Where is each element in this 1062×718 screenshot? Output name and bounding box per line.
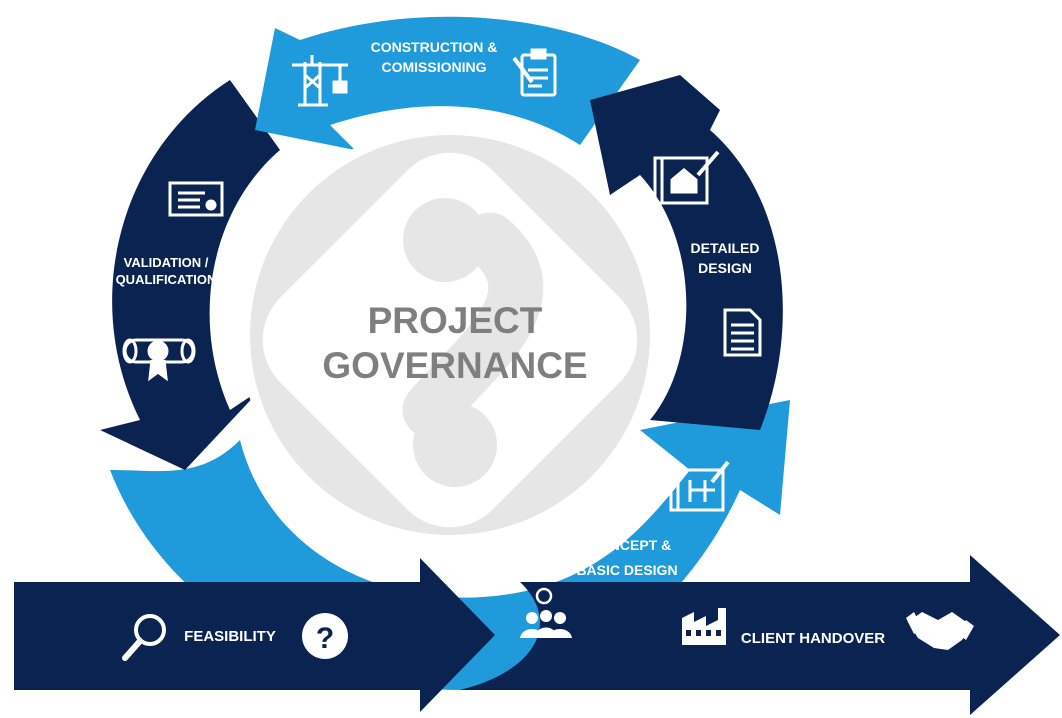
blueprint-house-icon (653, 150, 720, 205)
validation-label-line1: VALIDATION / (124, 255, 209, 270)
handshake-icon (906, 612, 974, 650)
certificate-icon (168, 181, 224, 217)
document-icon (723, 308, 762, 357)
factory-icon (682, 608, 726, 645)
crane-icon (292, 55, 348, 107)
construction-label-line2: COMISSIONING (381, 59, 486, 75)
team-idea-icon (520, 587, 572, 638)
construction-label-line1: CONSTRUCTION & (371, 39, 498, 55)
question-icon: ? (302, 613, 348, 659)
detailed-design-label-line2: DESIGN (698, 260, 752, 276)
governance-logo (240, 125, 660, 545)
center-title-line2: GOVERNANCE (322, 345, 587, 386)
concept-design-label-line1: CONCEPT & (589, 537, 671, 553)
client-handover-arrow (460, 555, 1060, 715)
cycle-segment-validation (100, 80, 280, 470)
feasibility-arrow (14, 558, 495, 712)
floorplan-icon (669, 460, 730, 512)
magnifier-icon (122, 614, 166, 661)
clipboard-icon (512, 48, 557, 97)
detailed-design-label-line1: DETAILED (691, 240, 760, 256)
concept-design-label-line2: BASIC DESIGN (576, 562, 677, 578)
validation-label-line2: QUALIFICATION (116, 272, 217, 287)
svg-text:?: ? (316, 622, 334, 655)
client-handover-label: CLIENT HANDOVER (741, 630, 885, 647)
diploma-icon (122, 338, 196, 382)
center-title-line1: PROJECT (368, 300, 543, 341)
feasibility-label: FEASIBILITY (184, 628, 276, 645)
